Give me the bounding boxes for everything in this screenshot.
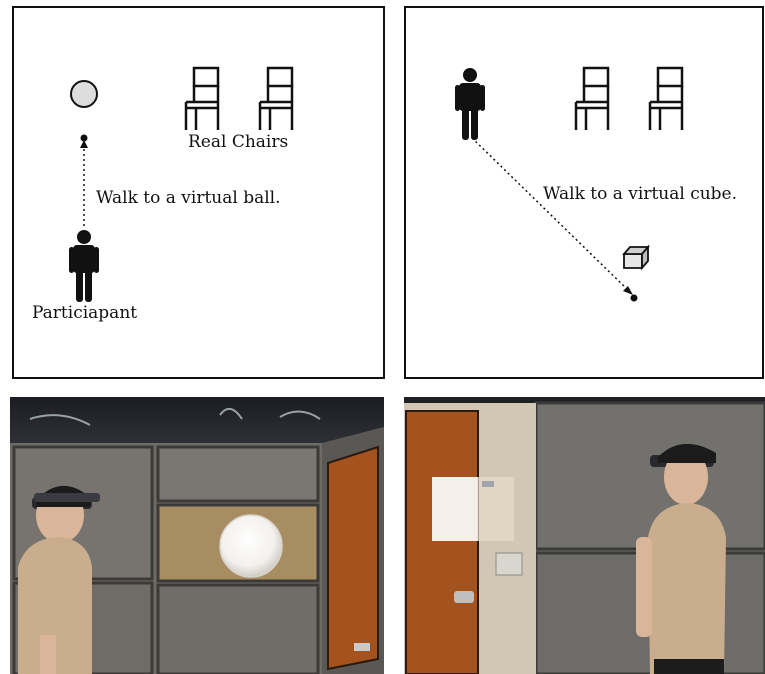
target-dot: [631, 295, 638, 302]
ball-icon: [71, 81, 97, 107]
cube-icon: [624, 247, 648, 268]
wall-panel: [158, 447, 318, 501]
photo-cube-scene: [404, 397, 765, 674]
chair-icon: [186, 68, 218, 130]
walk-path: [472, 138, 630, 292]
photo-ball-condition: [10, 397, 384, 674]
instruction-text: Walk to a virtual ball.: [96, 188, 281, 208]
person-icon: [69, 230, 99, 302]
virtual-cube: [432, 477, 514, 541]
chair-icon: [260, 68, 292, 130]
wall-switch: [496, 553, 522, 575]
door: [328, 447, 378, 669]
diagram-cube-condition: Walk to a virtual cube.: [404, 6, 764, 379]
diagram-ball-condition: Real Chairs Walk to a virtual ball. Part…: [12, 6, 385, 379]
chair-icon: [650, 68, 682, 130]
door-handle: [454, 591, 474, 603]
participant-label: Particiapant: [32, 303, 137, 323]
photo-cube-condition: [404, 397, 765, 674]
virtual-ball: [220, 515, 282, 577]
arrow-head: [623, 286, 633, 295]
door-handle: [354, 643, 370, 651]
ceiling: [10, 397, 384, 443]
chair-icon: [576, 68, 608, 130]
door: [406, 411, 478, 674]
wall-panel: [158, 585, 318, 674]
person-icon: [455, 68, 485, 140]
target-dot: [81, 135, 88, 142]
chairs-label: Real Chairs: [188, 132, 288, 152]
instruction-text: Walk to a virtual cube.: [543, 184, 737, 204]
photo-ball-scene: [10, 397, 384, 674]
wall-panel: [536, 403, 765, 549]
